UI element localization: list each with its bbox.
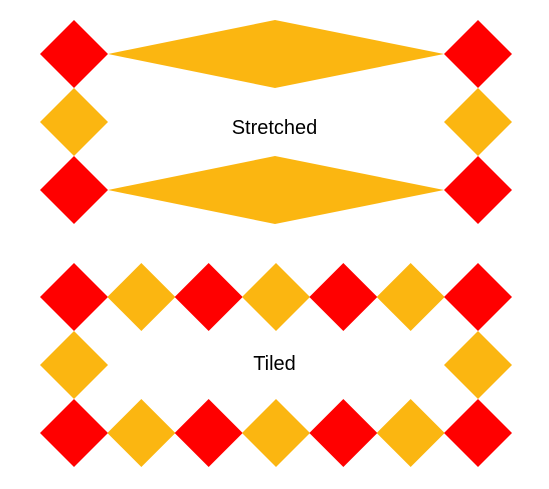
gold-tile-diamond — [242, 263, 310, 331]
edge-diamond — [40, 331, 108, 399]
stretched-border-demo: Stretched — [0, 0, 549, 244]
stretched-edge-diamond — [108, 20, 444, 88]
red-tile-diamond — [40, 399, 108, 467]
stretched-border-graphic — [40, 20, 512, 224]
red-tile-diamond — [309, 399, 378, 467]
edge-diamond — [40, 88, 108, 156]
edge-diamond — [444, 331, 512, 399]
corner-diamond — [444, 20, 512, 88]
corner-diamond — [40, 156, 108, 224]
gold-tile-diamond — [376, 399, 445, 467]
gold-tile-diamond — [376, 263, 445, 331]
gold-tile-diamond — [107, 399, 176, 467]
stretched-edge-diamond — [108, 156, 444, 224]
red-tile-diamond — [309, 263, 378, 331]
gold-tile-diamond — [107, 263, 176, 331]
tiled-label: Tiled — [253, 353, 296, 375]
red-tile-diamond — [174, 263, 243, 331]
red-tile-diamond — [40, 263, 108, 331]
red-tile-diamond — [444, 263, 512, 331]
corner-diamond — [444, 156, 512, 224]
corner-diamond — [40, 20, 108, 88]
stretched-label: Stretched — [231, 117, 318, 139]
gold-tile-diamond — [242, 399, 310, 467]
red-tile-diamond — [174, 399, 243, 467]
tiled-border-demo: Tiled — [0, 244, 549, 488]
edge-diamond — [444, 88, 512, 156]
red-tile-diamond — [444, 399, 512, 467]
tiled-border-graphic — [40, 263, 512, 467]
